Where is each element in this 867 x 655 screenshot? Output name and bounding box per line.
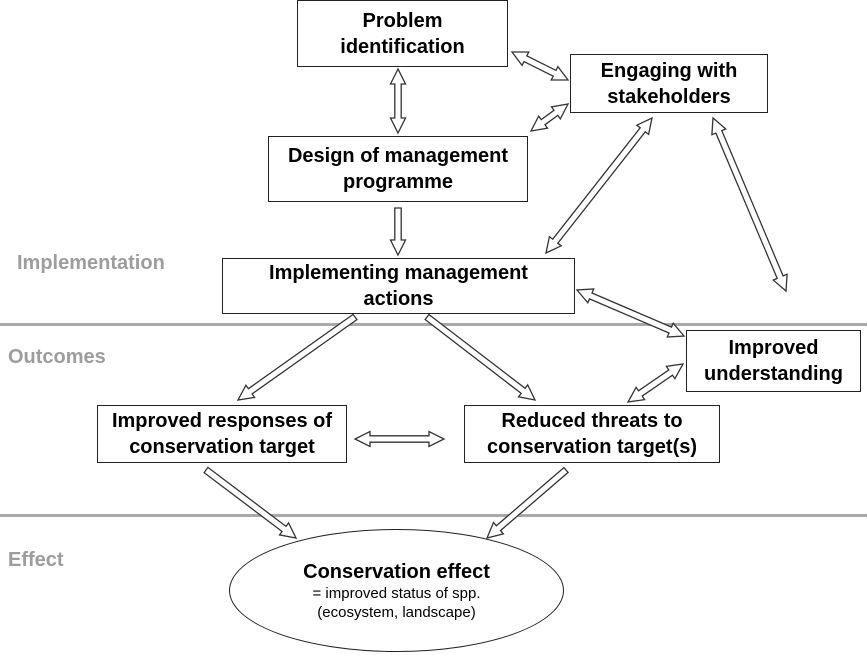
arrow-problem-to-design (389, 67, 407, 135)
node-reduced-threats: Reduced threats to conservation target(s… (464, 405, 720, 463)
arrow-implementing-to-threats (424, 313, 537, 401)
node-label: Problem identification (340, 9, 465, 58)
node-conservation-effect: Conservation effect = improved status of… (229, 529, 564, 652)
effect-line-1: = improved status of spp. (312, 584, 481, 602)
node-label: Improved understanding (704, 337, 843, 385)
node-label: Engaging with stakeholders (600, 59, 738, 108)
arrow-responses-to-effect (203, 466, 298, 539)
node-improved-understanding: Improved understanding (686, 330, 861, 392)
zone-label-effect: Effect (8, 549, 64, 571)
node-label: Improved responses of conservation targe… (111, 410, 333, 458)
effect-title: Conservation effect (303, 560, 490, 583)
node-engaging-stakeholders: Engaging with stakeholders (570, 54, 768, 113)
node-implementing-actions: Implementing management actions (222, 258, 575, 314)
arrow-problem-to-stakeholders (510, 51, 570, 81)
zone-divider-effect (0, 514, 867, 517)
arrow-threats-to-effect (485, 466, 570, 539)
arrow-implementing-to-understanding (575, 288, 686, 338)
node-design-programme: Design of management programme (268, 136, 528, 202)
node-improved-responses: Improved responses of conservation targe… (97, 405, 347, 463)
arrow-implementing-to-responses (236, 313, 358, 401)
arrow-design-to-implementing (389, 207, 407, 257)
node-label: Design of management programme (287, 145, 509, 193)
arrow-design-to-stakeholders (529, 103, 570, 132)
node-label: Implementing management actions (269, 262, 528, 310)
node-problem-identification: Problem identification (297, 0, 508, 67)
arrow-threats-to-understanding (626, 363, 685, 403)
arrow-implementing-to-stakeholders (545, 116, 653, 255)
node-label: Reduced threats to conservation target(s… (486, 410, 698, 458)
arrow-responses-to-threats (353, 430, 446, 448)
zone-label-outcomes: Outcomes (8, 346, 106, 368)
effect-line-2: (ecosystem, landscape) (317, 603, 476, 621)
arrow-stakeholders-to-outcomes (711, 116, 788, 293)
zone-label-implementation: Implementation (17, 252, 165, 274)
